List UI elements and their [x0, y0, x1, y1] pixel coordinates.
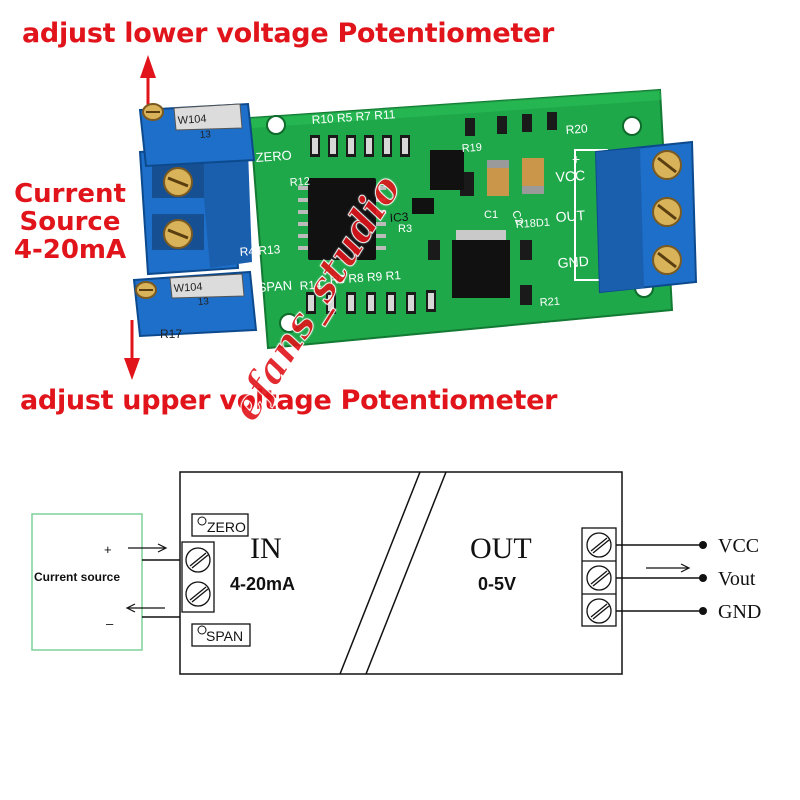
input-terminal-block	[138, 144, 252, 276]
board-r3: R3	[398, 223, 412, 235]
pot-bottom-sub: 13	[197, 296, 209, 308]
in-range: 4-20mA	[230, 574, 295, 594]
wiring-diagram: Current source + – ZERO SPAN	[31, 471, 761, 675]
output-terminal-block	[594, 140, 698, 294]
zero-potentiometer	[138, 102, 256, 168]
zero-label: ZERO	[207, 519, 246, 535]
pin-gnd: GND	[718, 601, 761, 623]
current-source-label: Current source	[34, 570, 120, 584]
board-r12: R12	[289, 176, 310, 189]
span-label: SPAN	[206, 628, 243, 644]
board-illustration: W104 13 W104 13 ZERO SPAN R4 R13 R17 R10…	[124, 55, 698, 380]
resistor-array-bottom	[306, 172, 532, 314]
output-terminals	[581, 527, 617, 627]
span-trim: SPAN	[191, 623, 251, 647]
input-terminals	[181, 541, 215, 613]
board-out: OUT	[555, 207, 586, 225]
minus-sign: –	[106, 616, 114, 631]
pot-bottom-code: W104	[173, 281, 203, 295]
pin-vcc: VCC	[718, 535, 759, 557]
out-range: 0-5V	[478, 574, 516, 594]
arrow-right-icon	[128, 543, 168, 553]
arrow-up-icon	[140, 55, 156, 108]
board-c2: C2	[509, 209, 525, 226]
pin-vout: Vout	[718, 568, 756, 590]
board-footer: 4-20MA TO V	[539, 318, 600, 333]
zero-trim: ZERO	[191, 513, 249, 537]
side-label-line3: 4-20mA	[13, 235, 127, 265]
diode	[412, 198, 434, 214]
module-box	[179, 471, 623, 675]
vout-arrow-icon	[646, 563, 691, 573]
board-r10-row: R10 R5 R7 R11	[311, 107, 396, 127]
capacitors	[487, 158, 544, 196]
resistor-array-top	[310, 112, 557, 157]
arrow-down-icon	[124, 320, 140, 380]
ic-chip	[298, 178, 386, 260]
board-r21: R21	[539, 296, 560, 309]
board-span-label: SPAN	[257, 278, 292, 295]
span-potentiometer	[132, 270, 258, 338]
board-zero-label: ZERO	[255, 148, 292, 165]
bottom-annotation: adjust upper voltage Potentiometer	[20, 385, 558, 416]
in-label: IN	[250, 532, 282, 565]
board-r14: R14	[299, 277, 322, 293]
current-source-annotation: Current Source 4-20mA	[6, 180, 134, 264]
output-wires	[616, 541, 707, 615]
voltage-regulator	[452, 230, 510, 298]
board-gnd: GND	[557, 253, 589, 271]
board-plus: +	[572, 151, 580, 167]
board-r4-r13: R4 R13	[239, 242, 281, 259]
side-label-line2: Source	[19, 207, 121, 237]
out-label: OUT	[470, 532, 532, 565]
board-r17: R17	[160, 327, 182, 341]
side-label-line1: Current	[14, 179, 126, 209]
divider-line-1	[339, 471, 421, 675]
divider-line-2	[365, 471, 447, 675]
pot-top-sub: 13	[199, 129, 211, 141]
board-r18d1: R18D1	[515, 217, 550, 231]
pot-top-code: W104	[177, 113, 207, 127]
ic-small	[430, 150, 464, 190]
current-source-box	[31, 513, 143, 651]
board-c1: C1	[484, 209, 498, 221]
board-vcc: VCC	[555, 167, 586, 185]
arrow-left-icon	[125, 603, 165, 613]
top-annotation: adjust lower voltage Potentiometer	[22, 18, 555, 49]
board-ic3: IC3	[389, 210, 409, 225]
board-r6-row: R6 R8 R9 R1	[329, 268, 401, 287]
board-r20: R20	[565, 121, 588, 137]
plus-sign: +	[104, 542, 112, 557]
board-r19: R19	[461, 142, 482, 155]
